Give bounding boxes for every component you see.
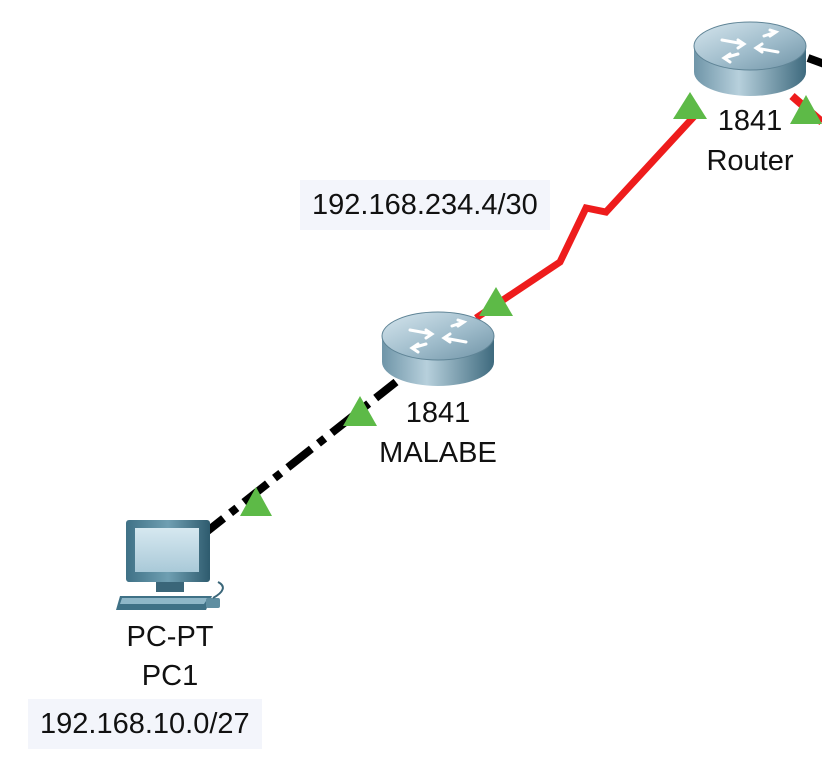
malabe-model-label: 1841 (405, 397, 471, 429)
link-up-indicator (790, 95, 822, 124)
link-up-indicator (240, 487, 272, 516)
link-up-indicator (343, 396, 377, 426)
router-icon[interactable] (381, 311, 495, 386)
malabe-name-label: MALABE (379, 437, 497, 469)
pc1-model-label: PC-PT (126, 621, 214, 653)
serial-link-malabe-router[interactable] (474, 107, 703, 321)
pc-icon[interactable] (116, 520, 224, 610)
link-up-indicator (479, 287, 513, 316)
lan-network-note[interactable]: 192.168.10.0/27 (28, 699, 262, 749)
link-up-indicator (673, 92, 707, 119)
router-name-label: Router (706, 145, 794, 177)
wan-network-note[interactable]: 192.168.234.4/30 (300, 180, 550, 230)
pc1-name-label: PC1 (141, 660, 199, 692)
router-icon[interactable] (693, 21, 807, 96)
ethernet-link-router-offscreen[interactable] (806, 54, 822, 68)
router-model-label: 1841 (717, 105, 783, 137)
